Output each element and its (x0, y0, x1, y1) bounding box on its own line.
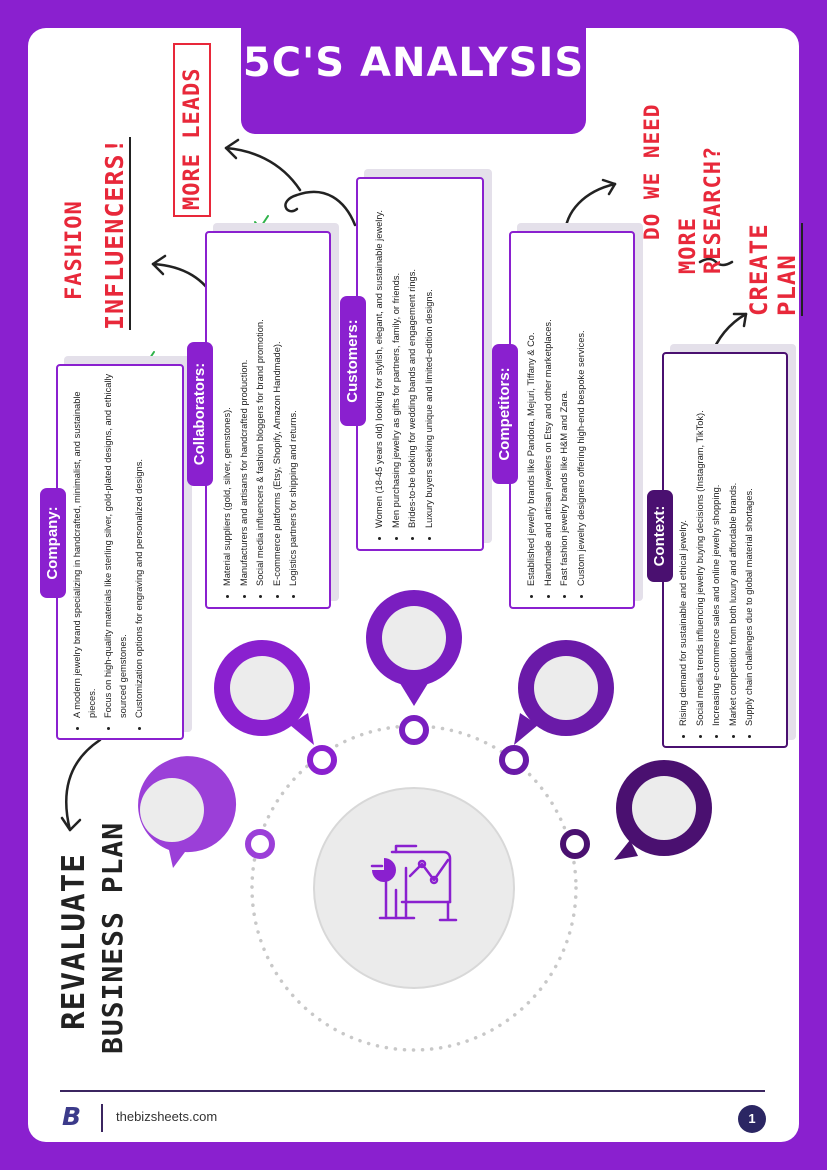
analytics-icon (370, 844, 458, 922)
note-do-we-need: DO WE NEED (640, 103, 664, 240)
customers-item-3: Brides-to-be looking for wedding bands a… (405, 185, 420, 528)
title-tab (241, 28, 586, 134)
customers-item-4: Luxury buyers seeking unique and limited… (422, 185, 437, 528)
note-create-plan: CREATE PLAN (745, 223, 803, 316)
company-box (56, 364, 184, 740)
company-content: A modern jewelry brand specializing in h… (70, 370, 149, 730)
page-number: 1 (738, 1105, 766, 1133)
pin-2 (214, 640, 314, 745)
customers-content: Women (18-45 years old) looking for styl… (372, 185, 438, 540)
note-business-plan: BUSINESS PLAN (96, 821, 129, 1054)
footer-website: thebizsheets.com (116, 1109, 218, 1124)
competitors-item-3: Fast fashion jewelry brands like H&M and… (557, 238, 572, 586)
note-revaluate: REVALUATE (56, 853, 92, 1030)
brand-logo: B (62, 1102, 82, 1131)
company-item-1: A modern jewelry brand specializing in h… (70, 370, 99, 718)
ring-nodes (245, 715, 590, 859)
company-item-2: Focus on high-quality materials like ste… (101, 370, 130, 718)
collaborators-item-3: Social media influencers & fashion blogg… (253, 238, 268, 586)
context-item-5: Supply chain challenges due to global ma… (742, 358, 757, 726)
competitors-content: Established jewelry brands like Pandora,… (524, 238, 590, 598)
collaborators-label: Collaborators: (187, 342, 213, 486)
competitors-item-1: Established jewelry brands like Pandora,… (524, 238, 539, 586)
arrows (60, 138, 748, 832)
context-label: Context: (647, 490, 673, 582)
context-item-3: Increasing e-commerce sales and online j… (709, 358, 724, 726)
collaborators-item-1: Material suppliers (gold, silver, gemsto… (220, 238, 235, 586)
more-leads-box (173, 43, 211, 217)
pin-1 (138, 756, 237, 868)
context-content: Rising demand for sustainable and ethica… (676, 358, 759, 738)
customers-label: Customers: (340, 296, 366, 426)
pin-4 (514, 640, 614, 745)
collaborators-item-2: Manufacturers and artisans for handcraft… (237, 238, 252, 586)
collaborators-item-4: E-commerce platforms (Etsy, Shopify, Ama… (270, 238, 285, 586)
competitors-box (509, 231, 635, 609)
pin-5 (614, 760, 712, 860)
competitors-item-4: Custom jewelry designers offering high-e… (574, 238, 589, 586)
competitors-label: Competitors: (492, 344, 518, 484)
context-item-2: Social media trends influencing jewelry … (693, 358, 708, 726)
collaborators-item-5: Logistics partners for shipping and retu… (286, 238, 301, 586)
note-more-leads: MORE LEADS (180, 67, 205, 210)
company-item-3: Customization options for engraving and … (132, 370, 147, 718)
competitors-item-2: Handmade and artisan jewelers on Etsy an… (541, 238, 556, 586)
page-title: 5C'S ANALYSIS (242, 40, 585, 86)
footer-divider (60, 1090, 765, 1092)
context-item-1: Rising demand for sustainable and ethica… (676, 358, 691, 726)
customers-box (356, 177, 484, 551)
pin-3 (366, 590, 462, 706)
context-item-4: Market competition from both luxury and … (726, 358, 741, 726)
center-circle (313, 787, 515, 989)
collaborators-content: Material suppliers (gold, silver, gemsto… (220, 238, 303, 598)
customers-item-1: Women (18-45 years old) looking for styl… (372, 185, 387, 528)
note-fashion: FASHION (62, 200, 87, 300)
customers-item-2: Men purchasing jewelry as gifts for part… (389, 185, 404, 528)
context-box (662, 352, 788, 748)
note-more-research: MORE RESEARCH? (676, 145, 726, 274)
company-label: Company: (40, 488, 66, 598)
note-influencers: INFLUENCERS! (100, 137, 131, 330)
footer-separator (101, 1104, 103, 1132)
